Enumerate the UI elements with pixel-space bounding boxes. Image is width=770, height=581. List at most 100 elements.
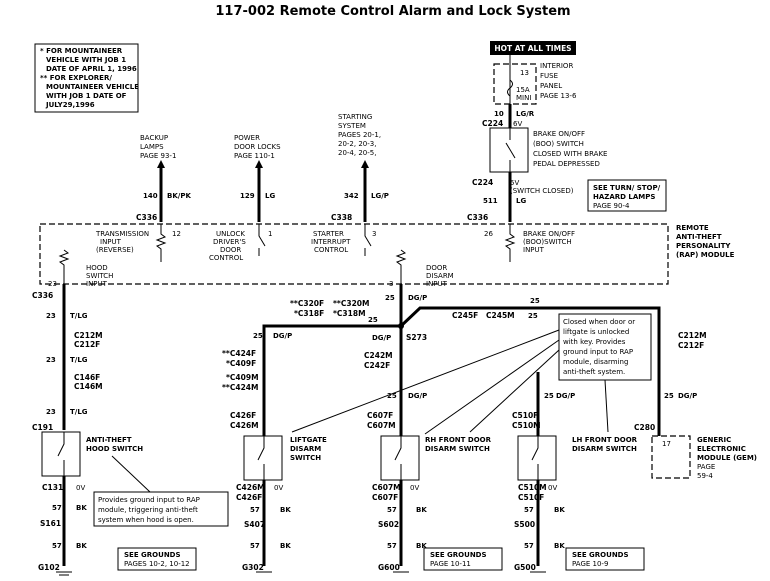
power-arrow-icon <box>255 160 263 168</box>
hood-wire-number-1: 23 <box>46 312 56 320</box>
lh-door-switch-circuit: C510F C510M LH FRONT DOOR DISARM SWITCH … <box>512 411 645 573</box>
connector-c320m: **C320M <box>333 299 369 308</box>
hood-wire-color-1: T/LG <box>70 312 88 320</box>
connector-c146m: C146M <box>74 382 103 391</box>
rh-ground-wire-1: 57 <box>387 506 397 514</box>
turn-stop-line-3: PAGE 90-4 <box>593 202 630 210</box>
boo-pin: 5V <box>510 179 519 187</box>
starting-wire-color: LG/P <box>371 192 389 200</box>
fuse-panel-line-2: FUSE <box>540 72 558 80</box>
connector-c245m: C245M <box>486 311 515 320</box>
connector-c131: C131 <box>42 483 63 492</box>
pin-door: 3 <box>389 280 393 288</box>
liftgate-pin-0v: 0V <box>274 484 283 492</box>
lh-name-2: DISARM SWITCH <box>572 445 637 453</box>
input-transmission-3: (REVERSE) <box>96 246 134 254</box>
rh-name-2: DISARM SWITCH <box>425 445 490 453</box>
connector-c212m-gem: C212M <box>678 331 707 340</box>
power-label-3: PAGE 110-1 <box>234 152 275 160</box>
liftgate-ground-wire-2: 57 <box>250 542 260 550</box>
note-line-4: ** FOR EXPLORER/ <box>40 74 112 82</box>
pin-transmission: 12 <box>172 230 181 238</box>
connector-c424f: **C424F <box>222 349 256 358</box>
hood-pin-0v: 0V <box>76 484 85 492</box>
backup-arrow-icon <box>157 160 165 168</box>
connector-c426m-bottom: C426M <box>236 483 265 492</box>
door-note-3: with key. Provides <box>563 338 626 346</box>
input-starter-1: STARTER <box>313 230 344 238</box>
door-note-1: Closed when door or <box>563 318 635 326</box>
connector-c424m: **C424M <box>222 383 258 392</box>
power-label-1: POWER <box>234 134 260 142</box>
ground-g600: G600 <box>378 563 400 572</box>
fuse-panel-line-4: PAGE 13-6 <box>540 92 577 100</box>
hood-wire-color-2: T/LG <box>70 356 88 364</box>
connector-c607f-top: C607F <box>367 411 393 420</box>
splice-s407: S407 <box>244 520 265 529</box>
note-line-6: WITH JOB 1 DATE OF <box>46 92 127 100</box>
rh-wire-color-2: DG/P <box>408 392 427 400</box>
power-label-2: DOOR LOCKS <box>234 143 281 151</box>
pin-unlock: 1 <box>268 230 272 238</box>
splice-s500: S500 <box>514 520 535 529</box>
input-unlock-3: DOOR <box>220 246 241 254</box>
module-name-1: REMOTE <box>676 224 709 232</box>
door-disarm-bus: 25 DG/P **C320F *C318F **C320M *C318M 25… <box>253 284 707 436</box>
input-door-2: DISARM <box>426 272 454 280</box>
input-unlock-4: CONTROL <box>209 254 243 262</box>
connector-pin-6v: 6V <box>513 120 522 128</box>
input-boo-1: BRAKE ON/OFF <box>523 230 575 238</box>
starting-label-3: PAGES 20-1, <box>338 131 381 139</box>
connector-c607m-top: C607M <box>367 421 396 430</box>
connector-c224-top: C224 <box>482 119 503 128</box>
connector-c146f: C146F <box>74 373 100 382</box>
hood-see-pages: PAGES 10-2, 10-12 <box>124 560 190 568</box>
power-wire-color: LG <box>265 192 275 200</box>
backup-label-2: LAMPS <box>140 143 164 151</box>
note-line-5: MOUNTAINEER VEHICLE <box>46 83 139 91</box>
rh-ground-color-2: BK <box>416 542 427 550</box>
turn-stop-line-1: SEE TURN/ STOP/ <box>593 184 661 192</box>
note-line-2: VEHICLE WITH JOB 1 <box>46 56 126 64</box>
connector-c510m-bottom: C510M <box>518 483 547 492</box>
lh-see-grounds: SEE GROUNDS <box>572 551 629 559</box>
starting-label-5: 20-4, 20-5, <box>338 149 376 157</box>
module-name-4: (RAP) MODULE <box>676 251 735 259</box>
splice-s273: S273 <box>406 333 427 342</box>
gem-wire-number: 25 <box>664 392 674 400</box>
connector-c242f: C242F <box>364 361 390 370</box>
liftgate-name-2: DISARM <box>290 445 321 453</box>
ground-g302: G302 <box>242 563 264 572</box>
boo-wire-color: LG <box>516 197 526 205</box>
connector-c318f: *C318F <box>294 309 324 318</box>
pin-starter: 3 <box>372 230 376 238</box>
hood-switch-name-2: HOOD SWITCH <box>86 445 143 453</box>
liftgate-name-3: SWITCH <box>290 454 321 462</box>
hood-wire-number-3: 23 <box>46 408 56 416</box>
boo-label-1: BRAKE ON/OFF <box>533 130 585 138</box>
starting-arrow-icon <box>361 160 369 168</box>
fuse-panel-line-3: PANEL <box>540 82 562 90</box>
connector-c212m-hood: C212M <box>74 331 103 340</box>
gem-label-3: MODULE (GEM) <box>697 454 757 462</box>
rh-see-pages: PAGE 10-11 <box>430 560 471 568</box>
rap-module: C336 C338 C336 REMOTE ANTI-THEFT PERSONA… <box>39 213 735 288</box>
door-note-6: anti-theft system. <box>563 368 625 376</box>
power-door-locks-feed: POWER DOOR LOCKS PAGE 110-1 129 LG <box>234 134 281 222</box>
rh-see-grounds: SEE GROUNDS <box>430 551 487 559</box>
connector-c336-hood: C336 <box>32 291 53 300</box>
pin-hood: 23 <box>48 280 57 288</box>
hood-wire-color-3: T/LG <box>70 408 88 416</box>
starting-wire-number: 342 <box>344 192 359 200</box>
connector-c426f-top: C426F <box>230 411 256 420</box>
backup-label-3: PAGE 93-1 <box>140 152 176 160</box>
fuse-rating: 15A <box>516 86 530 94</box>
gem-pin: 17 <box>662 440 671 448</box>
hood-ground-color-1: BK <box>76 504 87 512</box>
connector-c318m: *C318M <box>333 309 366 318</box>
gem-label-5: 59-4 <box>697 472 713 480</box>
connector-c280: C280 <box>634 423 655 432</box>
pin-boo: 26 <box>484 230 493 238</box>
hood-note-3: system when hood is open. <box>98 516 194 524</box>
